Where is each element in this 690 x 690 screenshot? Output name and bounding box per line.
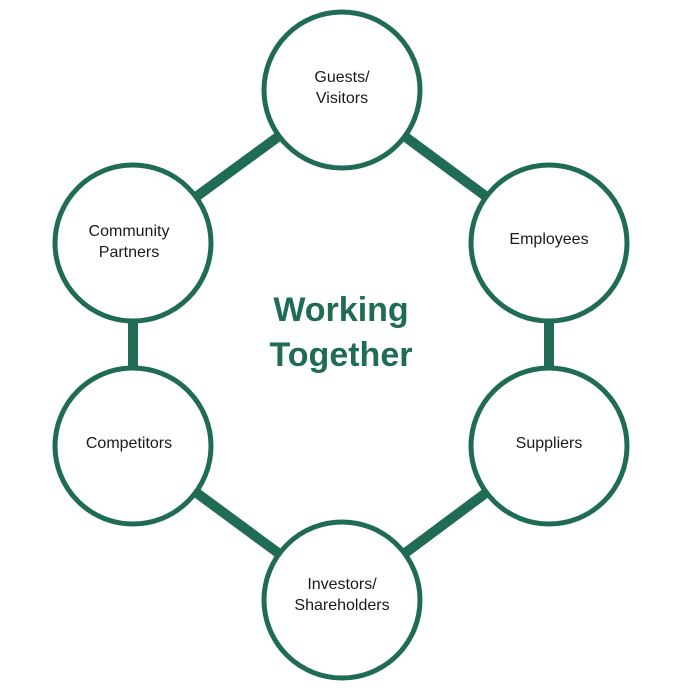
node-circle: [468, 365, 630, 527]
node-label-line1: Investors/: [307, 576, 377, 593]
node-label-line2: Shareholders: [294, 597, 389, 614]
node-employees: Employees: [468, 162, 630, 324]
node-circle: [52, 365, 214, 527]
node-community-partners: Community Partners: [52, 162, 214, 324]
node-circle: [52, 162, 214, 324]
center-title-line1: Working: [273, 291, 408, 329]
node-competitors: Competitors: [52, 365, 214, 527]
node-label-line1: Competitors: [86, 435, 172, 452]
node-label-line1: Suppliers: [516, 435, 583, 452]
center-title: Working Together: [270, 291, 413, 374]
center-title-line2: Together: [270, 336, 413, 374]
node-investors-shareholders: Investors/ Shareholders: [261, 519, 423, 681]
node-circle: [468, 162, 630, 324]
node-label-line1: Employees: [509, 231, 588, 248]
node-label-line1: Community: [89, 223, 170, 240]
node-label-line1: Guests/: [314, 69, 370, 86]
node-label-line2: Partners: [99, 244, 159, 261]
node-guests-visitors: Guests/ Visitors: [261, 9, 423, 171]
node-label-line2: Visitors: [316, 90, 368, 107]
node-circle: [261, 9, 423, 171]
node-circle: [261, 519, 423, 681]
node-suppliers: Suppliers: [468, 365, 630, 527]
